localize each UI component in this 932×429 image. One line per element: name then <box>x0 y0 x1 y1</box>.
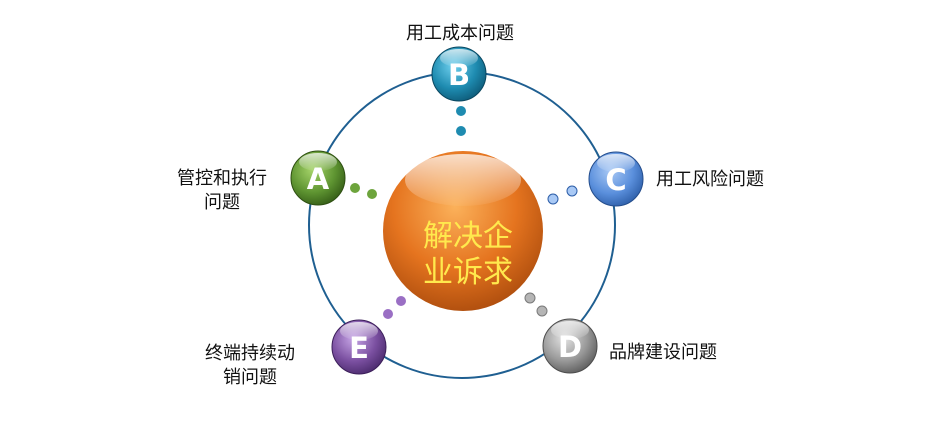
connector-dots-c <box>547 185 578 205</box>
node-a-letter: A <box>307 162 330 196</box>
node-e-label-line1: 终端持续动 <box>205 343 295 364</box>
node-a-label: 管控和执行 问题 <box>170 167 274 215</box>
connector-dots-a <box>350 183 377 199</box>
node-a-label-line1: 管控和执行 <box>177 168 267 189</box>
center-orb: 解决企 业诉求 <box>383 151 543 311</box>
node-d-orb: D <box>542 318 598 374</box>
node-e-orb: E <box>331 319 387 375</box>
node-c-orb: C <box>588 151 644 207</box>
node-b-letter: B <box>448 58 470 92</box>
connector-dots-e <box>383 296 406 319</box>
node-c-label-line1: 用工风险问题 <box>656 169 764 190</box>
node-a-orb: A <box>290 150 346 206</box>
node-e-label-line2: 销问题 <box>223 367 277 388</box>
node-d-label-line1: 品牌建设问题 <box>609 342 717 363</box>
node-a-label-line2: 问题 <box>204 192 240 213</box>
node-c-letter: C <box>605 163 626 197</box>
center-text-line2: 业诉求 <box>423 255 513 290</box>
node-b-label-line1: 用工成本问题 <box>406 23 514 44</box>
node-d-label: 品牌建设问题 <box>609 341 717 365</box>
node-b-label: 用工成本问题 <box>398 22 522 46</box>
center-text-line1: 解决企 <box>423 219 513 254</box>
node-c-label: 用工风险问题 <box>656 168 764 192</box>
node-b-orb: B <box>431 46 487 102</box>
node-e-label: 终端持续动 销问题 <box>198 342 302 390</box>
connector-dots-d <box>524 292 548 317</box>
node-d-letter: D <box>558 330 582 364</box>
node-e-letter: E <box>349 331 369 365</box>
connector-dots-b <box>456 106 466 136</box>
